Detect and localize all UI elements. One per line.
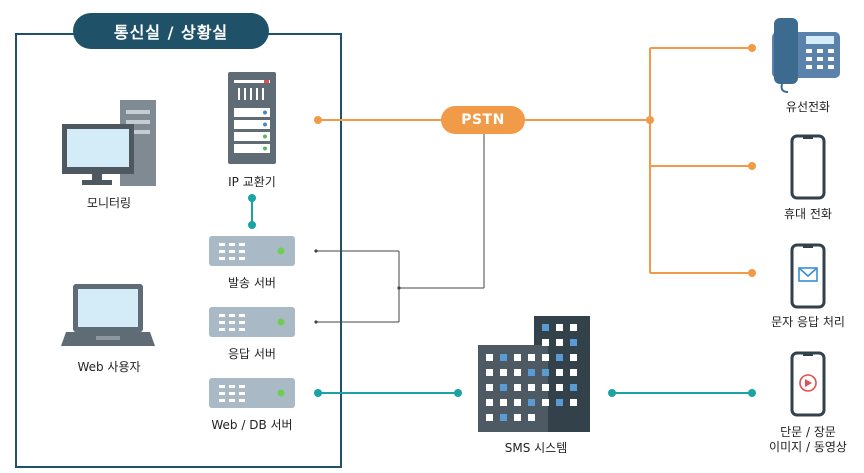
label-send-server: 발송 서버 (228, 276, 276, 290)
building-window (556, 399, 563, 406)
pstn-dots (314, 44, 756, 277)
building-window (570, 354, 577, 361)
building-window (556, 339, 563, 346)
building-window (542, 369, 549, 376)
building-window (528, 369, 535, 376)
building-window (500, 399, 507, 406)
mobile-phone-icon (790, 351, 826, 417)
building-window (570, 324, 577, 331)
building-window (556, 384, 563, 391)
building-window (486, 369, 493, 376)
pstn-lines (318, 47, 752, 274)
building-window (486, 414, 493, 421)
building-window (528, 384, 535, 391)
building-window (514, 369, 521, 376)
building-window (486, 354, 493, 361)
building-window (542, 339, 549, 346)
server-link-dots (314, 249, 401, 324)
building-window (528, 354, 535, 361)
building-window (528, 414, 535, 421)
label-media-line1: 단문 / 장문 (780, 425, 836, 439)
room-title: 통신실 / 상황실 (73, 13, 269, 49)
pstn-network: PSTN (441, 106, 525, 134)
label-media-line2: 이미지 / 동영상 (769, 440, 847, 454)
label-ip-exchange: IP 교환기 (228, 175, 276, 189)
building-window (570, 399, 577, 406)
desktop-computer-icon (62, 100, 156, 186)
building-window (514, 354, 521, 361)
building-window (514, 399, 521, 406)
desk-phone-icon (772, 18, 840, 93)
ip-exchange-rack-icon (228, 72, 276, 164)
building-window (486, 399, 493, 406)
label-web-db-server: Web / DB 서버 (211, 418, 293, 432)
building-window (528, 399, 535, 406)
message-icon (798, 267, 818, 282)
teal-dots (248, 194, 756, 397)
label-mobile-phone: 휴대 전화 (784, 207, 832, 221)
label-monitoring: 모니터링 (86, 196, 132, 210)
building-window (500, 384, 507, 391)
building-window (542, 399, 549, 406)
building-icon (478, 316, 590, 432)
mobile-phone-icon (790, 134, 826, 200)
building-window (570, 339, 577, 346)
label-response-server: 응답 서버 (228, 347, 276, 361)
server-icon (209, 236, 295, 266)
building-window (514, 384, 521, 391)
building-window (486, 384, 493, 391)
building-window (556, 369, 563, 376)
building-window (556, 354, 563, 361)
building-window (570, 384, 577, 391)
laptop-icon (61, 284, 155, 346)
building-window (570, 369, 577, 376)
label-wired-phone: 유선전화 (785, 100, 831, 114)
label-text-response: 문자 응답 처리 (771, 315, 845, 329)
video-play-icon (799, 374, 817, 392)
server-icon (209, 307, 295, 337)
building-window (500, 414, 507, 421)
building-window (542, 324, 549, 331)
building-window (500, 354, 507, 361)
building-window (514, 414, 521, 421)
building-window (500, 369, 507, 376)
label-sms-system: SMS 시스템 (504, 441, 568, 455)
building-window (542, 384, 549, 391)
mobile-phone-icon (790, 243, 826, 309)
server-icon (209, 378, 295, 408)
label-web-user: Web 사용자 (77, 360, 141, 374)
teal-lines (251, 198, 752, 394)
building-window (556, 324, 563, 331)
building-window (542, 354, 549, 361)
